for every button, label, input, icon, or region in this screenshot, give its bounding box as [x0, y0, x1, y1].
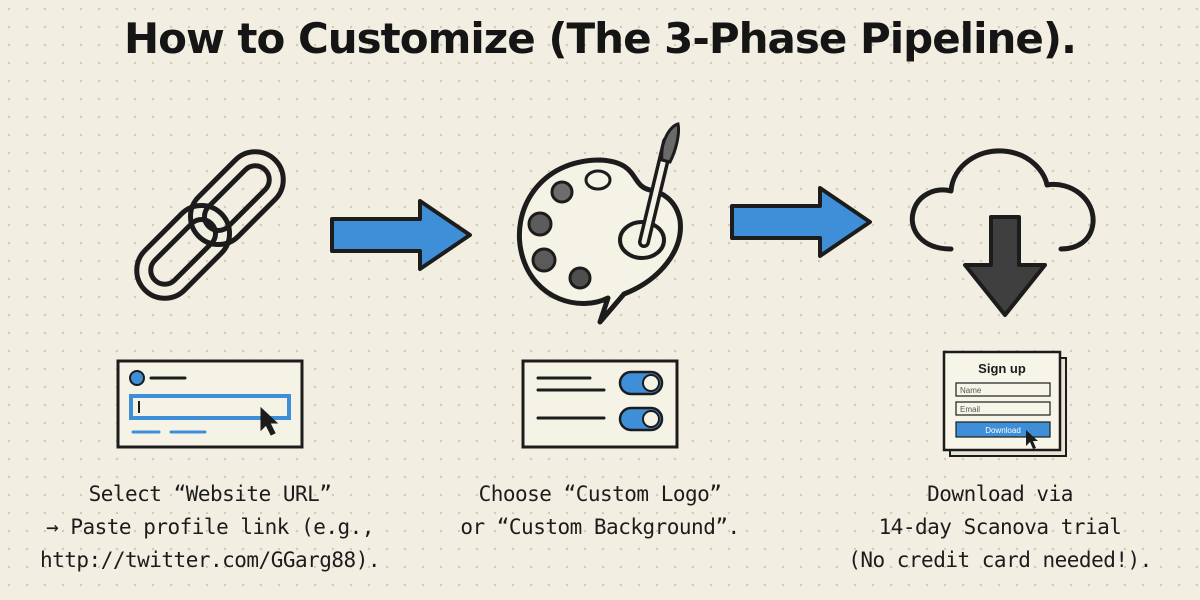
cursor-icon	[260, 406, 279, 436]
step-1-line-1: Select “Website URL”	[88, 482, 332, 506]
cloud-download-icon	[909, 148, 1096, 317]
step-3-line-1: Download via	[927, 482, 1073, 506]
step-1-description: Select “Website URL” → Paste profile lin…	[30, 478, 390, 577]
step-1-line-2: → Paste profile link (e.g.,	[46, 515, 374, 539]
step-3-line-3: (No credit card needed!).	[848, 548, 1152, 572]
step-2-line-1: Choose “Custom Logo”	[478, 482, 722, 506]
step-3-description: Download via 14-day Scanova trial (No cr…	[830, 478, 1170, 577]
signup-form-mockup: Sign up Name Email Download	[942, 350, 1067, 457]
cursor-icon	[1026, 430, 1038, 449]
page-title: How to Customize (The 3-Phase Pipeline).	[123, 14, 1077, 63]
step-2-line-2: or “Custom Background”.	[460, 515, 740, 539]
step-3-line-2: 14-day Scanova trial	[878, 515, 1122, 539]
name-field-placeholder: Name	[960, 386, 982, 395]
step-arrow-2	[730, 186, 872, 258]
paint-palette-icon	[516, 122, 683, 325]
step-1-line-3: http://twitter.com/GGarg88).	[39, 548, 381, 572]
email-field-placeholder: Email	[960, 405, 980, 414]
url-input-mockup	[116, 359, 304, 449]
step-2-description: Choose “Custom Logo” or “Custom Backgrou…	[420, 478, 780, 544]
link-chain-icon	[134, 149, 286, 301]
download-button-label: Download	[985, 426, 1021, 435]
signup-heading: Sign up	[978, 361, 1026, 376]
step-arrow-1	[330, 199, 472, 271]
toggle-settings-mockup	[521, 359, 679, 449]
